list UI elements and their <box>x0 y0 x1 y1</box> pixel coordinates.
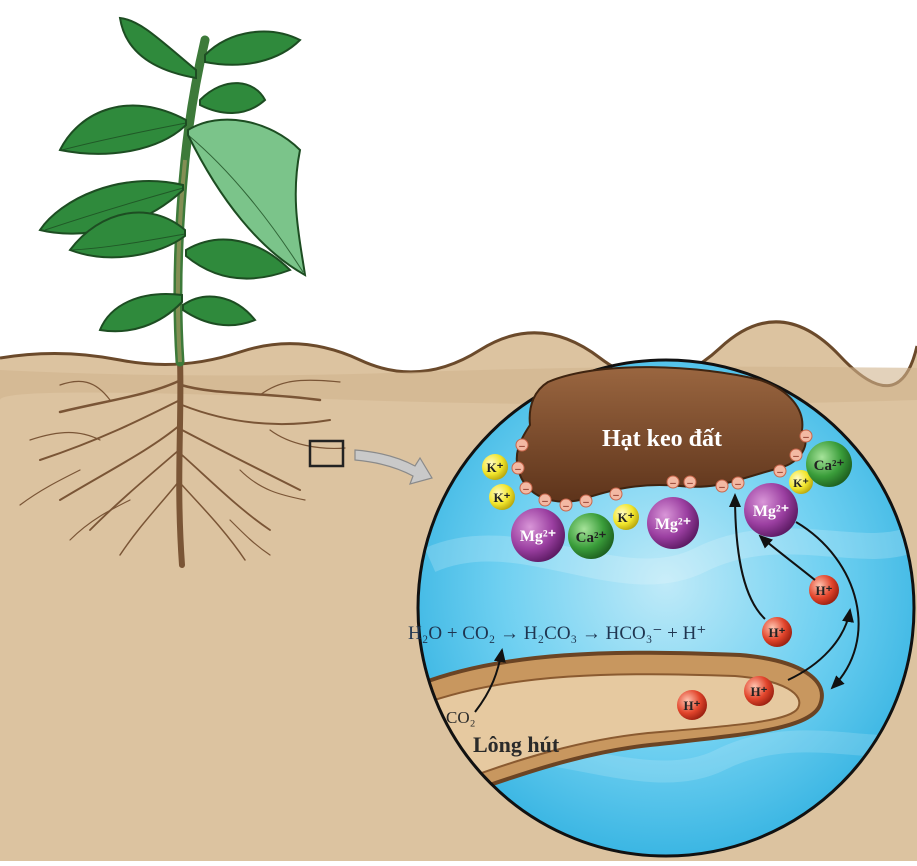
svg-text:–: – <box>686 477 693 489</box>
svg-text:–: – <box>518 440 525 452</box>
svg-text:–: – <box>802 431 809 443</box>
k-ion: K⁺ <box>613 504 639 530</box>
svg-text:H⁺: H⁺ <box>684 698 701 713</box>
ca-ion: Ca²⁺ <box>568 513 614 559</box>
chemical-equation: H₂O + CO₂ → H₂CO₃ → HCO₃⁻ + H⁺ <box>408 623 706 644</box>
leaf <box>205 32 300 65</box>
svg-text:K⁺: K⁺ <box>494 490 511 505</box>
svg-text:–: – <box>612 489 619 501</box>
leaf <box>60 106 186 154</box>
k-ion: K⁺ <box>489 484 515 510</box>
svg-text:K⁺: K⁺ <box>487 460 504 475</box>
svg-text:H⁺: H⁺ <box>816 583 833 598</box>
svg-text:H⁺: H⁺ <box>751 684 768 699</box>
svg-text:Ca²⁺: Ca²⁺ <box>814 458 845 474</box>
svg-text:–: – <box>514 463 521 475</box>
leaf <box>200 83 265 113</box>
svg-text:–: – <box>582 496 589 508</box>
k-ion: K⁺ <box>482 454 508 480</box>
svg-text:–: – <box>522 483 529 495</box>
svg-text:–: – <box>541 495 548 507</box>
mg-ion: Mg²⁺ <box>511 508 565 562</box>
svg-text:–: – <box>734 478 741 490</box>
svg-text:–: – <box>562 500 569 512</box>
h-ion: H⁺ <box>762 617 792 647</box>
co2-label: CO₂ <box>446 708 476 727</box>
root-hair-label: Lông hút <box>473 732 560 757</box>
svg-text:–: – <box>669 477 676 489</box>
svg-text:–: – <box>792 450 799 462</box>
svg-text:K⁺: K⁺ <box>618 510 635 525</box>
svg-text:Ca²⁺: Ca²⁺ <box>576 530 607 546</box>
leaf <box>100 294 182 331</box>
colloid-label: Hạt keo đất <box>602 426 722 452</box>
svg-text:K⁺: K⁺ <box>793 476 809 490</box>
plant-leaves <box>40 18 305 331</box>
h-ion: H⁺ <box>677 690 707 720</box>
h-ion: H⁺ <box>744 676 774 706</box>
svg-text:Mg²⁺: Mg²⁺ <box>753 503 789 520</box>
leaf <box>120 18 196 78</box>
svg-text:Mg²⁺: Mg²⁺ <box>655 516 691 533</box>
svg-text:–: – <box>718 481 725 493</box>
svg-text:–: – <box>776 466 783 478</box>
leaf <box>183 297 255 326</box>
svg-text:H⁺: H⁺ <box>769 625 786 640</box>
svg-text:Mg²⁺: Mg²⁺ <box>520 528 556 545</box>
mg-ion: Mg²⁺ <box>647 497 699 549</box>
mg-ion: Mg²⁺ <box>744 483 798 537</box>
ca-ion: Ca²⁺ <box>806 441 852 487</box>
